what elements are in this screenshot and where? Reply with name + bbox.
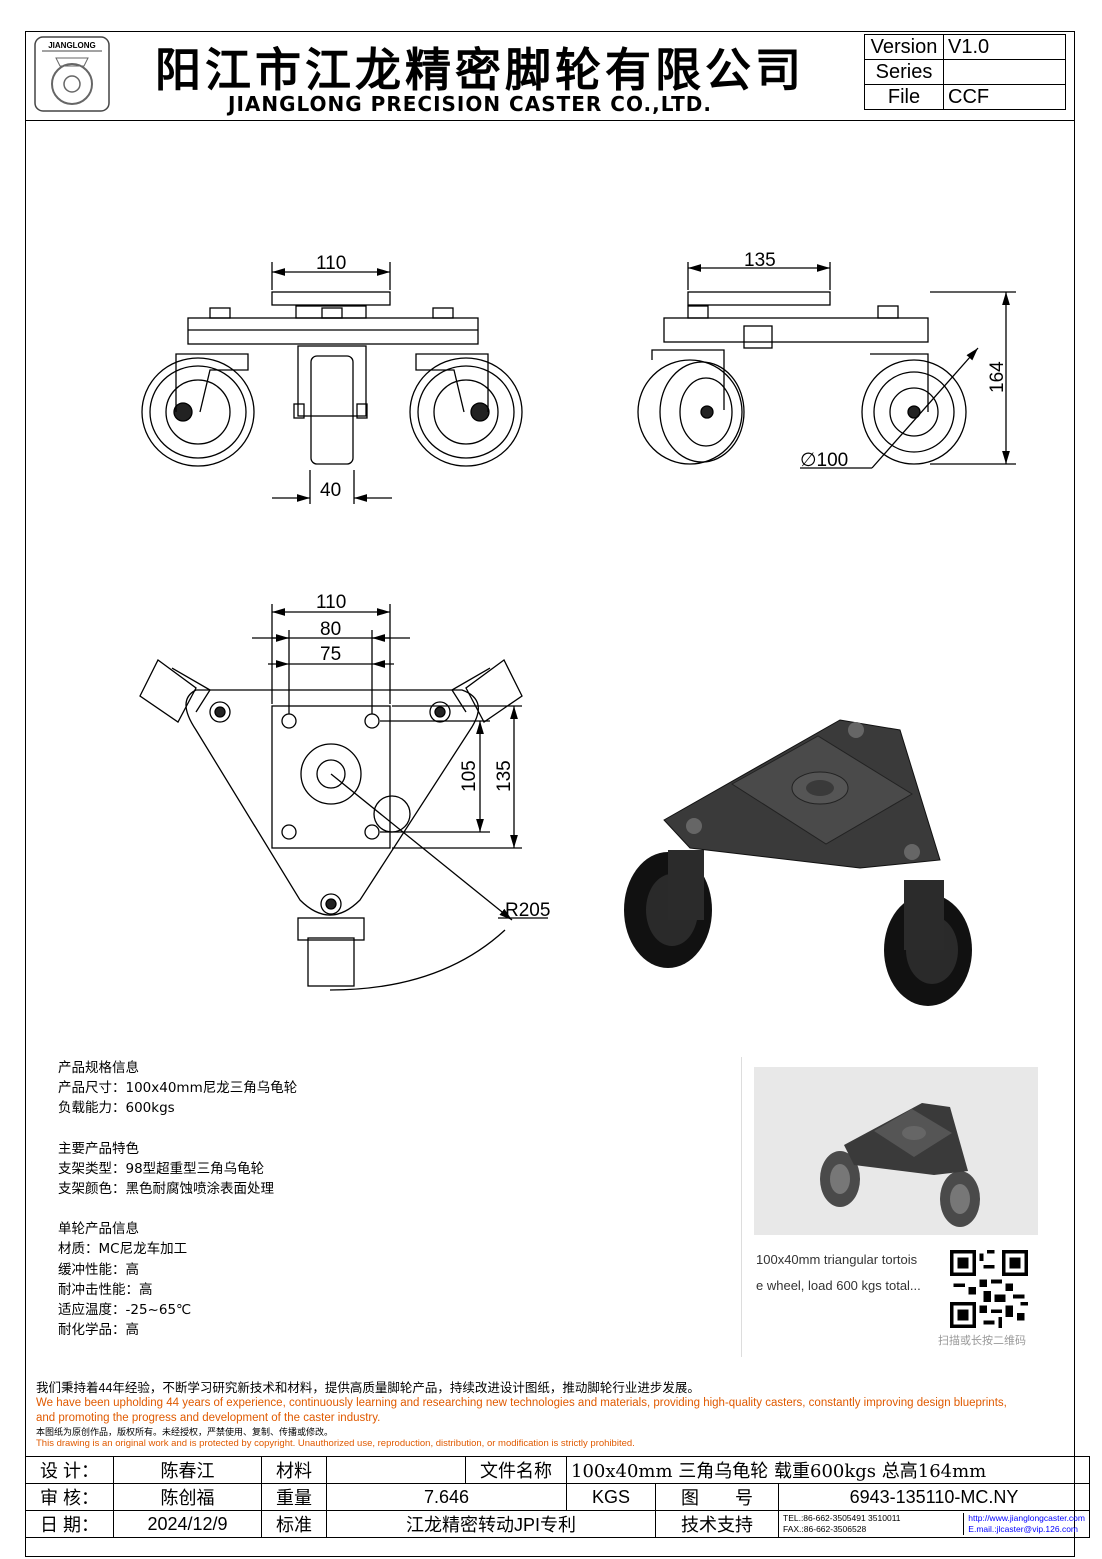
design-value: 陈春江: [113, 1456, 262, 1484]
dim-wheel-diameter: ∅100: [800, 450, 848, 471]
top-view: [139, 604, 548, 991]
date-label: 日 期：: [25, 1510, 114, 1538]
caption-line-2: e wheel, load 600 kgs total...: [756, 1278, 921, 1293]
spec-bracket-type: 支架类型：98型超重型三角乌龟轮: [58, 1160, 265, 1177]
spec-size: 产品尺寸：100x40mm尼龙三角乌龟轮: [58, 1080, 298, 1097]
tel: TEL.:86-662-3505491 3510011: [783, 1513, 901, 1523]
weight-unit: KGS: [566, 1483, 656, 1511]
qr-code[interactable]: [950, 1250, 1028, 1328]
series-label: Series: [864, 59, 944, 85]
dim-wheel-width: 40: [320, 480, 341, 501]
dim-top-110: 110: [316, 592, 346, 613]
material-label: 材料: [261, 1456, 327, 1484]
title-block: 设 计： 陈春江 材料 文件名称 100x40mm 三角乌龟轮 载重600kgs…: [25, 1456, 1090, 1538]
dim-top-105: 105: [459, 760, 480, 792]
company-logo: JIANGLONG: [34, 36, 110, 112]
dim-front-width: 110: [316, 253, 346, 274]
spec-chemical: 耐化学品：高: [58, 1322, 139, 1339]
drawing-no-label: 图 号: [655, 1483, 779, 1511]
dim-top-135: 135: [494, 760, 515, 792]
material-value: [326, 1456, 466, 1484]
side-view: [637, 262, 1016, 469]
drawing-no-value: 6943-135110-MC.NY: [778, 1483, 1090, 1511]
file-label: File: [864, 84, 944, 110]
mission-en-2: and promoting the progress and developme…: [36, 1412, 381, 1424]
filename-label: 文件名称: [465, 1456, 567, 1484]
dim-side-width: 135: [744, 250, 776, 271]
caption-line-1: 100x40mm triangular tortois: [756, 1252, 918, 1267]
review-value: 陈创福: [113, 1483, 262, 1511]
spec-cushion: 缓冲性能：高: [58, 1261, 139, 1278]
product-card[interactable]: 100x40mm triangular tortois e wheel, loa…: [741, 1057, 1048, 1357]
spec-heading-3: 单轮产品信息: [58, 1221, 139, 1238]
spec-impact: 耐冲击性能：高: [58, 1281, 153, 1298]
support-label: 技术支持: [655, 1510, 779, 1538]
weight-label: 重量: [261, 1483, 327, 1511]
front-view: [141, 262, 523, 504]
standard-label: 标准: [261, 1510, 327, 1538]
review-label: 审 核：: [25, 1483, 114, 1511]
date-value: 2024/12/9: [113, 1510, 262, 1538]
product-photo: [754, 1067, 1038, 1235]
technical-drawing: 110 40 135 ∅100 110 80 75 R205 164 105 1…: [139, 250, 1016, 1006]
spec-bracket-color: 支架颜色：黑色耐腐蚀喷涂表面处理: [58, 1181, 274, 1198]
company-name-cn: 阳江市江龙精密脚轮有限公司: [155, 43, 805, 97]
standard-value: 江龙精密转动JPI专利: [326, 1510, 656, 1538]
spec-material: 材质：MC尼龙车加工: [58, 1241, 188, 1258]
copyright-cn: 本图纸为原创作品，版权所有。未经授权，严禁使用、复制、传播或修改。: [36, 1427, 334, 1437]
filename-value: 100x40mm 三角乌龟轮 载重600kgs 总高164mm: [566, 1456, 1090, 1484]
mission-cn: 我们秉持着44年经验，不断学习研究新技术和材料，提供高质量脚轮产品，持续改进设计…: [36, 1381, 700, 1395]
contact-cell: TEL.:86-662-3505491 3510011 FAX.:86-662-…: [778, 1510, 1090, 1538]
dim-radius: R205: [505, 900, 550, 921]
design-label: 设 计：: [25, 1456, 114, 1484]
weight-value: 7.646: [326, 1483, 567, 1511]
copyright-en: This drawing is an original work and is …: [36, 1438, 635, 1449]
fax: FAX.:86-662-3506528: [783, 1524, 867, 1534]
company-name-en: JIANGLONG PRECISION CASTER CO.,LTD.: [228, 92, 712, 116]
dim-top-75: 75: [320, 644, 341, 665]
dim-top-80: 80: [320, 619, 341, 640]
spec-temperature: 适应温度：-25~65℃: [58, 1302, 192, 1319]
email-link[interactable]: E.mail.:jlcaster@vip.126.com: [968, 1524, 1079, 1534]
mission-en-1: We have been upholding 44 years of exper…: [36, 1397, 1007, 1409]
file-value: CCF: [943, 84, 1066, 110]
spec-load: 负载能力：600kgs: [58, 1100, 175, 1117]
version-value: V1.0: [943, 34, 1066, 60]
mission-statement: 我们秉持着44年经验，不断学习研究新技术和材料，提供高质量脚轮产品，持续改进设计…: [36, 1380, 1076, 1450]
drawing-frame: [25, 31, 1075, 1557]
header-divider: [25, 120, 1075, 121]
website-link[interactable]: http://www.jianglongcaster.com: [968, 1513, 1085, 1523]
isometric-render: [624, 719, 972, 1006]
dim-side-height: 164: [987, 361, 1008, 393]
spec-heading-1: 产品规格信息: [58, 1060, 139, 1076]
logo-text: JIANGLONG: [48, 41, 96, 50]
qr-caption: 扫描或长按二维码: [938, 1334, 1026, 1347]
product-caption: 100x40mm triangular tortois e wheel, loa…: [756, 1247, 936, 1299]
spec-heading-2: 主要产品特色: [58, 1140, 139, 1157]
product-specs: 产品规格信息 产品尺寸：100x40mm尼龙三角乌龟轮 负载能力：600kgs …: [58, 1058, 297, 1340]
